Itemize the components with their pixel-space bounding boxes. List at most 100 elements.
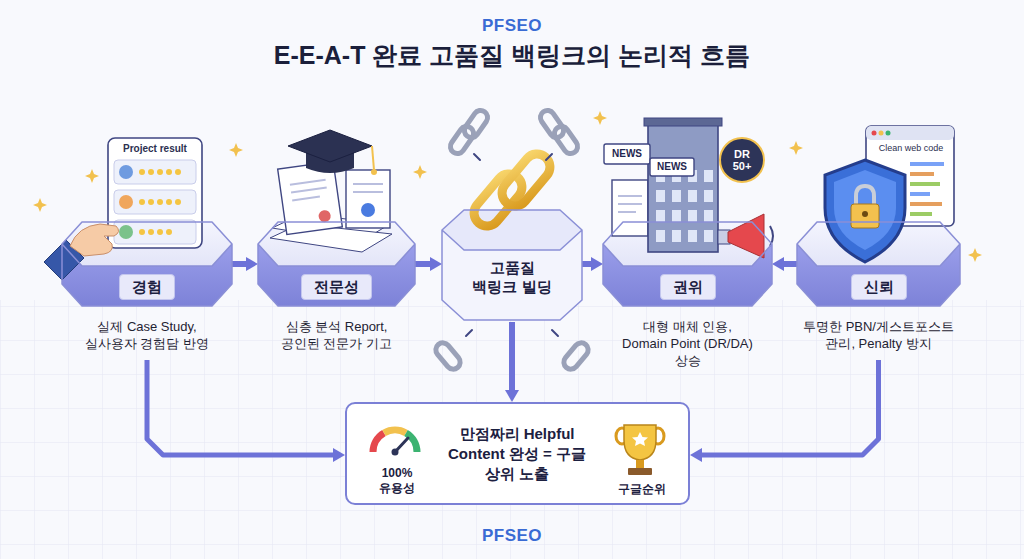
diploma-art bbox=[372, 146, 374, 170]
review-card-art bbox=[157, 169, 163, 175]
platform-description: 심층 분석 Report, 공인된 전문가 기고 bbox=[270, 318, 404, 352]
platform-description: 실제 Case Study, 실사용자 경험담 반영 bbox=[80, 318, 214, 352]
result-box-art bbox=[632, 432, 648, 446]
platform-outline bbox=[797, 222, 960, 306]
card-caption: Project result bbox=[123, 143, 187, 155]
diploma-art bbox=[290, 180, 326, 185]
brand-logo: PFSEO bbox=[482, 16, 542, 36]
platform-art bbox=[442, 230, 582, 320]
floor-grid bbox=[0, 300, 1024, 559]
review-card-art bbox=[119, 165, 133, 179]
platform-label: 권위 bbox=[660, 274, 716, 300]
brand-logo: PFSEO bbox=[482, 526, 542, 546]
shield-art bbox=[886, 131, 891, 136]
platform-label: 전문성 bbox=[301, 274, 372, 300]
hand-art bbox=[44, 224, 119, 280]
news-building-art bbox=[648, 124, 718, 252]
review-card-art bbox=[139, 169, 181, 235]
diploma-art bbox=[353, 191, 383, 193]
platform-outline bbox=[258, 222, 415, 306]
diploma-art bbox=[353, 183, 383, 185]
hub-hexagon: 고품질 백링크 빌딩 bbox=[442, 210, 582, 322]
news-sign: NEWS bbox=[612, 148, 642, 160]
platform-outline bbox=[603, 222, 772, 306]
platform-art bbox=[603, 244, 772, 306]
flow-arrow bbox=[702, 360, 879, 455]
shield-art bbox=[825, 160, 905, 262]
platform-art bbox=[258, 244, 415, 306]
review-card-art bbox=[148, 199, 154, 205]
review-card-art bbox=[139, 229, 145, 235]
result-box-art bbox=[373, 433, 384, 452]
chain-link-art bbox=[552, 330, 558, 336]
trophy-caption: 구글순위 bbox=[602, 482, 682, 497]
chain-link-art bbox=[469, 169, 527, 232]
trust-platform: 신뢰투명한 PBN/게스트포스트 관리, Penalty 방지 bbox=[797, 222, 960, 354]
result-box-art bbox=[384, 430, 406, 433]
platform-description: 투명한 PBN/게스트포스트 관리, Penalty 방지 bbox=[800, 318, 958, 352]
result-box-art bbox=[345, 402, 690, 505]
shield-art bbox=[910, 182, 940, 186]
chain-link-art bbox=[462, 108, 491, 141]
sparkle-art bbox=[229, 143, 243, 157]
rating-badge: DR 50+ bbox=[727, 148, 757, 172]
chain-link-art bbox=[466, 330, 472, 336]
platform-label: 경험 bbox=[119, 274, 175, 300]
platform-outline bbox=[62, 222, 232, 306]
diploma-art bbox=[371, 169, 377, 175]
shield-art bbox=[872, 131, 877, 136]
chain-link-art bbox=[561, 340, 591, 372]
result-box-art bbox=[628, 468, 652, 475]
news-building-art bbox=[618, 195, 642, 197]
news-building-art bbox=[650, 158, 694, 176]
expertise-platform: 전문성심층 분석 Report, 공인된 전문가 기고 bbox=[258, 222, 415, 354]
review-card-art bbox=[166, 169, 172, 175]
news-building-art bbox=[618, 211, 636, 213]
diploma-art bbox=[346, 170, 390, 228]
sparkle-art bbox=[593, 111, 607, 125]
result-text: 만점짜리 Helpful Content 완성 = 구글 상위 노출 bbox=[442, 424, 592, 484]
sparkle-art bbox=[33, 111, 982, 262]
result-box-art bbox=[624, 425, 656, 460]
review-card-art bbox=[175, 199, 181, 205]
news-building-art bbox=[720, 138, 764, 182]
result-box: 만점짜리 Helpful Content 완성 = 구글 상위 노출100% 유… bbox=[345, 402, 690, 505]
review-card-art bbox=[108, 138, 202, 248]
flow-arrow bbox=[415, 261, 430, 267]
chain-link-art bbox=[466, 154, 558, 336]
shield-art bbox=[862, 211, 868, 217]
result-box-art bbox=[406, 433, 417, 452]
chain-link-art bbox=[433, 340, 463, 372]
shield-art bbox=[910, 212, 932, 216]
review-card-art bbox=[157, 229, 163, 235]
news-building-art bbox=[604, 144, 650, 164]
shield-art bbox=[851, 204, 879, 228]
chain-link-art bbox=[497, 149, 555, 212]
review-card-art bbox=[114, 220, 196, 244]
sparkle-art bbox=[85, 169, 99, 183]
hand-art bbox=[70, 224, 119, 256]
chain-link-art bbox=[546, 154, 552, 160]
sparkle-art bbox=[33, 198, 47, 212]
flow-arrow bbox=[784, 261, 797, 267]
review-card-art bbox=[139, 199, 145, 205]
hexagon-outline bbox=[442, 210, 582, 320]
result-box-art bbox=[392, 449, 399, 456]
hub-label: 고품질 백링크 빌딩 bbox=[469, 258, 555, 296]
result-box-art bbox=[345, 402, 690, 505]
review-card-art bbox=[119, 225, 133, 239]
diagram-title: E-E-A-T 완료 고품질 백링크의 논리적 흐름 bbox=[0, 40, 1024, 70]
shield-art bbox=[879, 131, 884, 136]
diploma-art bbox=[292, 197, 320, 201]
authority-platform: 권위대형 매체 인용, Domain Point (DR/DA) 상승 bbox=[603, 222, 772, 371]
shield-art bbox=[825, 126, 954, 262]
browser-caption: Clean web code bbox=[879, 143, 944, 154]
diploma-art bbox=[291, 188, 327, 193]
news-building-art bbox=[604, 118, 773, 258]
review-card-art bbox=[114, 160, 196, 184]
news-building-art bbox=[770, 226, 773, 246]
platform-art bbox=[442, 210, 582, 250]
sparkle-art bbox=[789, 141, 803, 155]
chain-link-art bbox=[538, 108, 567, 141]
